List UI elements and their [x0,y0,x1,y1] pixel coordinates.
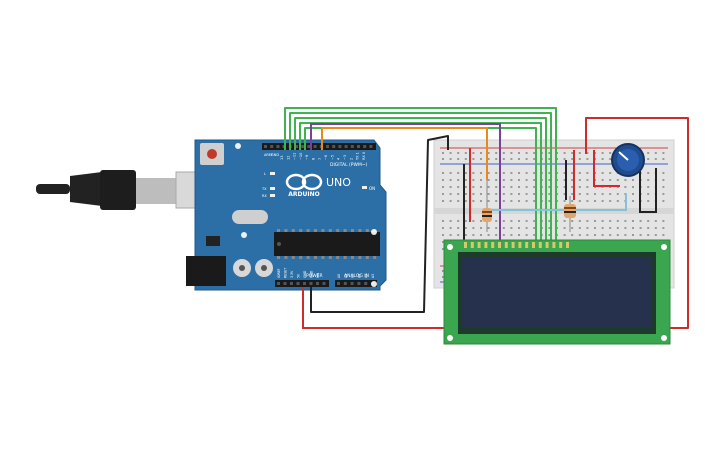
power-pin-label: RESET [284,268,288,278]
on-led [362,186,367,189]
voltage-regulator [206,236,220,246]
wire-gnd [310,135,449,313]
wire-cyan [487,194,627,211]
digital-pin-label: ~3 [343,155,347,160]
power-pin-label: 3.3V [290,270,294,278]
lcd-16x2[interactable] [443,239,671,345]
resistor[interactable] [482,180,492,232]
power-header [275,280,329,287]
digital-pin-label: ~6 [324,155,328,160]
arduino-uno[interactable]: ARDUINO UNO DIGITAL (PWM~) POWER ANALOG … [186,139,387,291]
analog-pin-label: A1 [344,274,348,278]
digital-pin-label: ~9 [305,155,309,160]
digital-pin-label: RX 0 [362,152,366,160]
power-label: POWER [306,273,323,279]
digital-pin-label: 4 [337,157,341,160]
digital-pin-label: 2 [349,158,353,160]
potentiometer[interactable] [611,143,645,177]
power-pin-label: IOREF [277,268,281,278]
microcontroller-chip [274,232,380,256]
board-name: UNO [326,176,351,189]
l-label: L [264,172,266,176]
digital-pin-label: ~11 [293,153,297,160]
digital-pin-label: 8 [312,158,316,160]
analog-pin-label: A5 [371,274,375,278]
analog-header [335,280,377,287]
tx-led [270,187,275,190]
analog-label: ANALOG IN [344,273,369,279]
arduino-logo [285,173,323,191]
analog-pin-label: A2 [351,274,355,278]
digital-pin-label: 7 [318,158,322,160]
digital-pin-label: ~10 [299,153,303,160]
power-pin-label: Vin [316,273,320,278]
wire-purple [310,123,501,246]
gnd-label: GND [271,153,279,157]
l-led [270,172,275,175]
resistor[interactable] [564,196,576,232]
tx-label: TX [261,187,267,191]
usb-cable[interactable] [36,170,201,210]
power-jack [186,256,226,286]
analog-pin-label: A3 [357,274,361,278]
digital-pin-label: 13 [280,156,284,160]
wire-pot-red [593,150,620,187]
aref-label: AREF [264,153,273,157]
analog-pin-label: A0 [337,274,341,278]
analog-pin-label: A4 [364,274,368,278]
rx-label: RX [262,194,267,198]
digital-header [262,143,376,150]
wire-vcc-loop [585,117,689,329]
arduino-logo-text: ARDUINO [288,191,319,198]
power-pin-label: GND [303,270,307,278]
digital-pin-label: ~5 [330,155,334,160]
power-pin-label: GND [310,270,314,278]
digital-pin-label: 12 [286,156,290,160]
on-label: ON [369,186,375,191]
wire-pot-black [639,168,657,213]
reset-button[interactable] [207,149,217,159]
crystal [232,210,268,224]
wire-5v [302,287,445,329]
power-pin-label: 5V [297,273,301,278]
digital-pin-label: TX 1 [356,152,360,161]
digital-label: DIGITAL (PWM~) [330,162,368,168]
rx-led [270,194,275,197]
wire-orange [321,127,488,180]
lcd-screen [462,258,652,328]
